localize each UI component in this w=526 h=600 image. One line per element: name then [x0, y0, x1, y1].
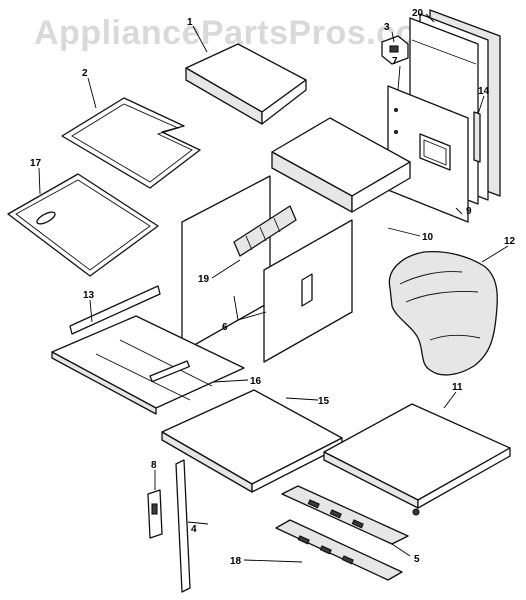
callout-20: 20 [412, 8, 424, 19]
callout-labels: 1 2 3 4 5 6 7 8 9 10 11 12 13 14 15 16 1… [30, 8, 516, 567]
part-18-lower-rail[interactable] [275, 519, 403, 581]
part-1-top-shield[interactable] [185, 43, 307, 125]
callout-3: 3 [384, 22, 390, 33]
part-3-bracket[interactable] [381, 35, 409, 65]
callout-9: 9 [466, 206, 472, 217]
part-5-vent-rail[interactable] [281, 485, 409, 545]
callout-17: 17 [30, 158, 42, 169]
callout-19: 19 [198, 274, 210, 285]
callout-4: 4 [191, 524, 197, 535]
callout-15: 15 [318, 396, 330, 407]
part-13-burner-tray[interactable] [51, 285, 245, 415]
callout-13: 13 [83, 290, 95, 301]
part-10-top-box[interactable] [271, 117, 411, 213]
callout-12: 12 [504, 236, 516, 247]
part-4-vertical-strip[interactable] [175, 459, 191, 593]
part-7-side-panel[interactable] [387, 85, 469, 223]
callout-8: 8 [151, 460, 157, 471]
part-8-bracket[interactable] [147, 489, 163, 539]
callout-18: 18 [230, 556, 242, 567]
callout-11: 11 [452, 382, 463, 393]
part-16-burner-tube[interactable] [149, 360, 190, 383]
part-15-bottom-tray[interactable] [161, 389, 343, 493]
callout-6: 6 [222, 322, 228, 333]
callout-14: 14 [478, 86, 490, 97]
callout-5: 5 [414, 554, 420, 565]
part-12-insulation[interactable] [388, 250, 498, 376]
callout-2: 2 [82, 68, 88, 79]
part-11-drawer-bottom[interactable] [323, 403, 511, 516]
part-2-panel[interactable] [61, 97, 201, 189]
callout-10: 10 [422, 232, 434, 243]
leader-lines [38, 13, 509, 563]
callout-16: 16 [250, 376, 262, 387]
part-6-front-panel[interactable] [263, 219, 353, 363]
callout-7: 7 [392, 56, 398, 67]
callout-1: 1 [187, 17, 193, 28]
part-17-bottom-panel[interactable] [7, 173, 159, 277]
part-14-strip[interactable] [473, 111, 481, 163]
